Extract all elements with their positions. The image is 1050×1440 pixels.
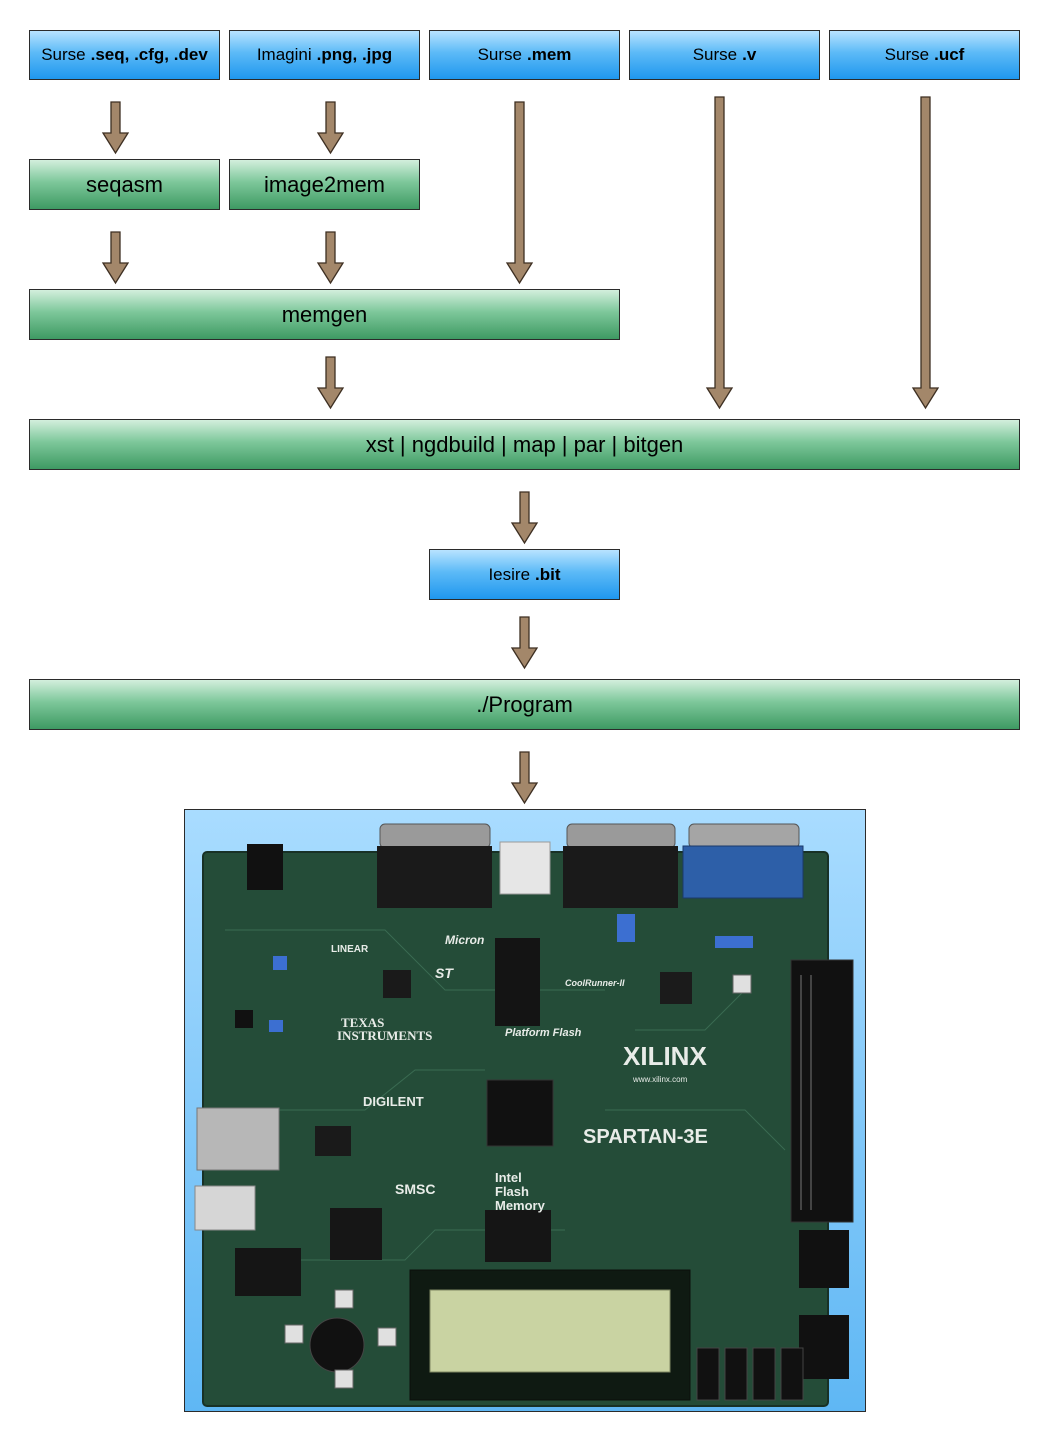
program-box: ./Program bbox=[29, 679, 1020, 730]
ethernet-jack bbox=[196, 1107, 280, 1171]
vga-connector bbox=[682, 845, 804, 899]
input-box-ucf: Surse.ucf bbox=[829, 30, 1020, 80]
arrow-xst-to-bit bbox=[510, 491, 539, 545]
input-label-prefix: Surse bbox=[884, 45, 930, 64]
serial-connector-2-shell bbox=[566, 823, 676, 849]
inductor bbox=[235, 1010, 253, 1028]
pmod-connector-1 bbox=[799, 1230, 849, 1288]
output-label-ext: .bit bbox=[535, 564, 561, 584]
lcd-screen bbox=[429, 1289, 671, 1373]
spartan-logo: SPARTAN-3E bbox=[583, 1126, 708, 1148]
arrow-memgen-to-xst bbox=[316, 356, 345, 410]
xilinx-url: www.xilinx.com bbox=[632, 1075, 688, 1084]
cpld-chip bbox=[660, 972, 692, 1004]
input-label-ext: .ucf bbox=[934, 45, 965, 64]
output-label-prefix: Iesire bbox=[488, 564, 531, 584]
input-box-mem: Surse .mem bbox=[429, 30, 620, 80]
arrow-ucf-to-xst bbox=[911, 96, 940, 410]
ps2-connector bbox=[499, 841, 551, 895]
platform-flash-label: Platform Flash bbox=[505, 1027, 582, 1039]
serial-connector-1 bbox=[377, 846, 492, 908]
input-box-v: Surse.v bbox=[629, 30, 820, 80]
input-label-prefix: Surse bbox=[692, 45, 738, 64]
arrow-program-to-board bbox=[510, 751, 539, 805]
input-label-prefix: Surse bbox=[477, 45, 522, 64]
fpga-chip bbox=[486, 1079, 554, 1147]
arrow-mem-to-memgen bbox=[505, 101, 534, 285]
fx2-connector bbox=[790, 959, 854, 1223]
seqasm-box: seqasm bbox=[29, 159, 220, 210]
input-box-seq-cfg-dev: Surse.seq, .cfg, .dev bbox=[29, 30, 220, 80]
output-box-bit: Iesire.bit bbox=[429, 549, 620, 600]
spartan3e-board: XILINX SPARTAN-3E DIGILENT TEXAS INSTRUM… bbox=[194, 823, 854, 1407]
image2mem-box: image2mem bbox=[229, 159, 420, 210]
jumper-blocks bbox=[269, 914, 753, 1032]
linear-logo: LINEAR bbox=[331, 944, 369, 955]
micron-logo: Micron bbox=[445, 933, 484, 947]
usb-chip bbox=[235, 1248, 301, 1296]
fx2-pins bbox=[800, 975, 812, 1210]
power-jack bbox=[247, 844, 283, 890]
smsc-chip bbox=[330, 1208, 382, 1260]
pmod-connector-2 bbox=[799, 1315, 849, 1379]
memgen-box: memgen bbox=[29, 289, 620, 340]
smsc-logo: SMSC bbox=[395, 1181, 435, 1197]
st-logo: ST bbox=[435, 965, 454, 981]
arrow-v-to-xst bbox=[705, 96, 734, 410]
coolrunner-label: CoolRunner-II bbox=[565, 978, 625, 988]
slide-switches bbox=[696, 1347, 804, 1401]
ti-line2: INSTRUMENTS bbox=[337, 1028, 432, 1043]
input-label-ext: .v bbox=[742, 45, 757, 64]
arrow-images-to-image2mem bbox=[316, 101, 345, 155]
intel-flash-chip bbox=[485, 1210, 551, 1262]
arrow-image2mem-to-memgen bbox=[316, 231, 345, 285]
digilent-logo: DIGILENT bbox=[363, 1094, 424, 1109]
arrow-seqasm-to-memgen bbox=[101, 231, 130, 285]
flash-label-3: Memory bbox=[495, 1198, 546, 1213]
input-label-prefix: Imagini bbox=[256, 45, 312, 64]
arrow-bit-to-program bbox=[510, 616, 539, 670]
board-image-frame: XILINX SPARTAN-3E DIGILENT TEXAS INSTRUM… bbox=[184, 809, 866, 1412]
usb-connector bbox=[194, 1185, 256, 1231]
xilinx-logo: XILINX bbox=[623, 1041, 707, 1071]
flash-label-1: Intel bbox=[495, 1170, 522, 1185]
ti-chip bbox=[383, 970, 411, 998]
input-label-ext: .seq, .cfg, .dev bbox=[90, 45, 208, 64]
flow-arrows bbox=[101, 96, 940, 805]
input-box-images: Imagini.png, .jpg bbox=[229, 30, 420, 80]
serial-connector-2 bbox=[563, 846, 678, 908]
flash-label-2: Flash bbox=[495, 1184, 529, 1199]
input-label-ext: .png, .jpg bbox=[316, 45, 393, 64]
push-buttons bbox=[284, 974, 752, 1389]
input-label-prefix: Surse bbox=[41, 45, 86, 64]
ti-line1: TEXAS bbox=[341, 1015, 384, 1030]
rotary-knob bbox=[309, 1317, 365, 1373]
input-label-ext: .mem bbox=[527, 45, 572, 64]
serial-connector-1-shell bbox=[379, 823, 491, 849]
micron-ddr-chip bbox=[495, 938, 540, 1026]
arrow-seq-to-seqasm bbox=[101, 101, 130, 155]
vga-connector-shell bbox=[688, 823, 800, 849]
phy-chip bbox=[315, 1126, 351, 1156]
xilinx-flow-box: xst | ngdbuild | map | par | bitgen bbox=[29, 419, 1020, 470]
